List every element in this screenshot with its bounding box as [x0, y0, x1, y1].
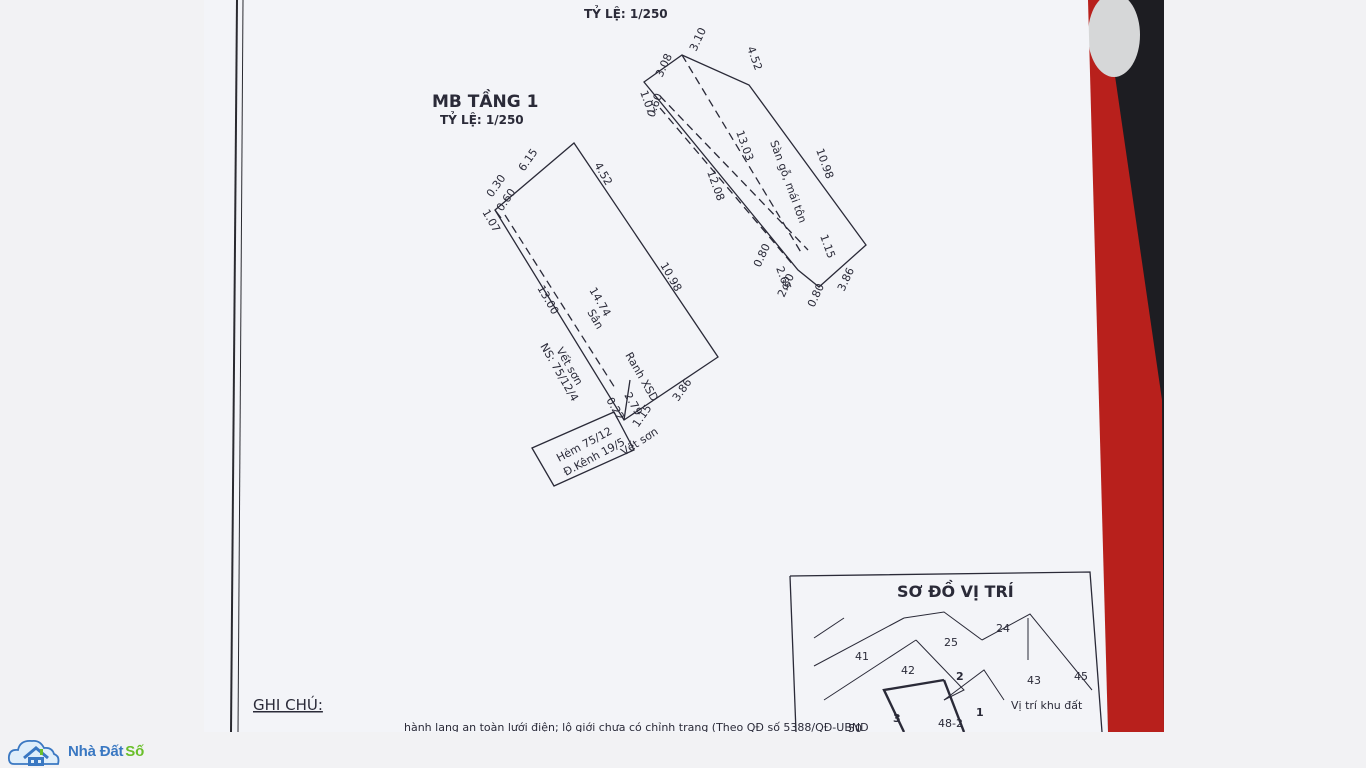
photo-viewer: TỶ LỆ: 1/250 MB TẦNG 1 TỶ LỆ: 1/250 0.30…	[204, 0, 1164, 732]
brand-name-accent: Số	[125, 742, 145, 760]
footnote-text: hành lang an toàn lưới điện; lộ giới chư…	[404, 721, 869, 732]
lot-number: 42	[901, 664, 915, 677]
document-photo: TỶ LỆ: 1/250 MB TẦNG 1 TỶ LỆ: 1/250 0.30…	[204, 0, 1164, 732]
paper-sheet	[204, 0, 1108, 732]
site-label: Vị trí khu đất	[1011, 699, 1083, 712]
dashed-line	[659, 107, 795, 267]
location-title: SƠ ĐỒ VỊ TRÍ	[897, 579, 1014, 601]
corner-marker: 3	[893, 712, 901, 725]
lot-number: 43	[1027, 674, 1041, 687]
location-map: SƠ ĐỒ VỊ TRÍ 41 42 25 24 43 45 48-2 50 1…	[789, 571, 1103, 732]
lot-number: 41	[855, 650, 869, 663]
house-cloud-icon	[7, 739, 60, 766]
notes-label: GHI CHÚ:	[253, 695, 323, 714]
ground-floor-plan	[494, 142, 719, 421]
lot-number: 25	[944, 636, 958, 649]
corner-marker: 1	[976, 706, 984, 719]
lot-number: 50	[848, 722, 862, 732]
border-line	[237, 0, 244, 732]
ground-outline	[494, 142, 719, 421]
red-surface	[1086, 0, 1164, 732]
brand-logo[interactable]: Nhà Đất Số	[6, 734, 144, 768]
lot-number: 48-2	[938, 717, 963, 730]
upper-floor-plan	[643, 54, 867, 288]
dashed-line	[659, 95, 809, 251]
dashed-line	[504, 214, 616, 389]
lot-number: 45	[1074, 670, 1088, 683]
drawing-scale: TỶ LỆ: 1/250	[440, 111, 524, 127]
border-line	[230, 0, 238, 732]
footer-bar	[0, 732, 1366, 768]
white-object	[1088, 0, 1140, 77]
corner-marker: 2	[956, 670, 964, 683]
brand-name: Nhà Đất	[68, 742, 124, 760]
lot-number: 24	[996, 622, 1010, 635]
top-scale: TỶ LỆ: 1/250	[584, 5, 668, 21]
drawing-title: MB TẦNG 1	[432, 88, 538, 112]
